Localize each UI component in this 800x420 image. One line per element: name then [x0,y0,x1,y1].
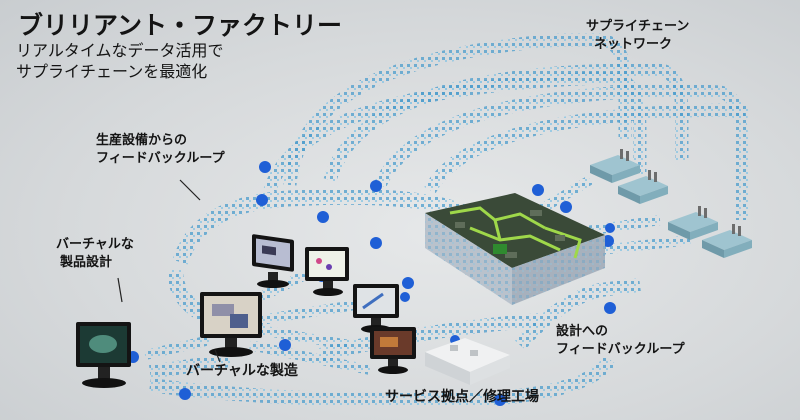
subtitle-line: サプライチェーンを最適化 [16,62,208,81]
label-virtual-manufacturing: バーチャルな製造 [186,363,298,379]
label-line: フィードバックループ [96,151,225,166]
label-production-feedback-loop: 生産設備からの フィードバックループ [96,132,225,168]
label-line: 製品設計 [60,255,113,270]
supplier-facility-icon [590,149,752,258]
label-service-hub: サービス拠点／修理工場 [385,389,539,405]
label-line: 設計への [556,324,609,339]
factory-floor-icon [425,193,605,305]
monitor-icon [76,234,416,388]
service-center-icon [425,338,510,385]
label-design-feedback-loop: 設計への フィードバックループ [556,323,685,359]
label-line: フィードバックループ [556,342,685,357]
label-supply-chain-network: サプライチェーン ネットワーク [586,18,689,54]
label-virtual-product-design: バーチャルな 製品設計 [56,236,134,272]
subtitle-line: リアルタイムなデータ活用で [16,41,224,60]
label-line: バーチャルな [56,237,134,252]
label-line: ネットワーク [594,37,673,52]
label-line: 生産設備からの [96,133,188,148]
page-subtitle: リアルタイムなデータ活用で サプライチェーンを最適化 [16,40,224,82]
supply-chain-arcs [263,33,749,220]
page-title: ブリリアント・ファクトリー [18,11,343,40]
label-pointers [117,179,221,363]
label-line: サプライチェーン [586,19,690,34]
